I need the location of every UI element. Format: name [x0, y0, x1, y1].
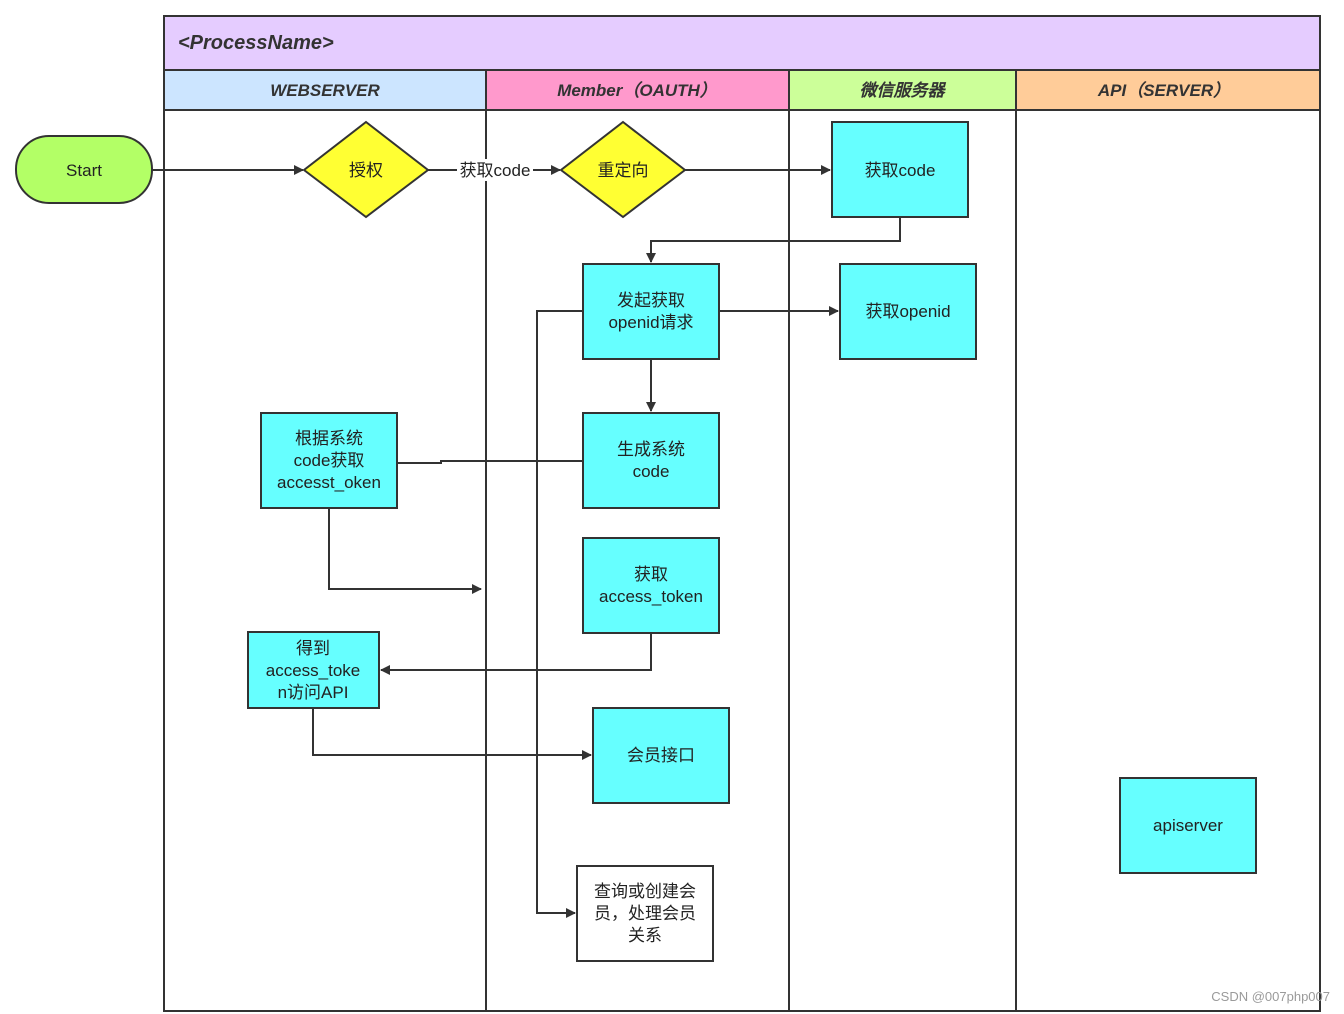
- process-member-api[interactable]: [592, 707, 730, 804]
- edge-label-bg: [457, 159, 533, 181]
- process-wx-get-code[interactable]: [831, 121, 969, 218]
- process-query-member[interactable]: [576, 865, 714, 962]
- process-apiserver-label: apiserver: [1153, 816, 1223, 835]
- edge-gottoken-memberapi: [312, 709, 592, 760]
- lane-header-member: [485, 69, 790, 111]
- process-got-token-label: 得到 access_toke n访问API: [266, 639, 361, 702]
- node-label-line: 授权: [349, 161, 383, 180]
- edge-token-gottoken: [380, 633, 652, 675]
- edge-wxcode-request: [646, 217, 901, 263]
- node-label-line: apiserver: [1153, 816, 1223, 835]
- lane-header-webserver: [163, 69, 487, 111]
- node-label-line: 获取openid: [865, 302, 950, 321]
- node-label-line: access_toke: [266, 661, 361, 680]
- node-label-line: 重定向: [598, 161, 649, 180]
- node-label-line: 会员接口: [627, 746, 695, 765]
- edge-webserver-member: [328, 509, 482, 594]
- node-label-line: openid请求: [608, 313, 693, 332]
- node-label-line: n访问API: [278, 683, 349, 702]
- pool-title: <ProcessName>: [178, 32, 334, 54]
- process-request-openid-label: 发起获取 openid请求: [608, 291, 693, 332]
- lane-label-api: API（SERVER）: [1097, 81, 1230, 100]
- decision-redirect[interactable]: [559, 120, 687, 219]
- process-wx-get-code-label: 获取code: [865, 161, 936, 180]
- process-got-token[interactable]: [247, 631, 380, 709]
- node-label-line: 查询或创建会: [594, 882, 696, 901]
- edge-request-query: [536, 310, 583, 918]
- pool-title-bar: [163, 15, 1321, 71]
- lane-header-api: [1015, 69, 1321, 111]
- node-label-line: 发起获取: [617, 291, 685, 310]
- edge-gencode-webserver: [398, 460, 583, 464]
- process-wx-get-openid-label: 获取openid: [865, 302, 950, 321]
- lane-body-webserver: [163, 109, 487, 1012]
- process-get-access-token[interactable]: [582, 537, 720, 634]
- node-label-line: 关系: [628, 926, 662, 945]
- node-label-line: 获取code: [865, 161, 936, 180]
- node-label-line: code: [633, 462, 670, 481]
- process-gen-code-label: 生成系统 code: [617, 440, 685, 481]
- node-label-line: 得到: [296, 639, 330, 658]
- process-gen-code[interactable]: [582, 412, 720, 509]
- process-get-token-by-code[interactable]: [260, 412, 398, 509]
- lane-label-member: Member（OAUTH）: [557, 81, 717, 100]
- process-apiserver[interactable]: [1119, 777, 1257, 874]
- node-label-line: access_token: [599, 587, 703, 606]
- node-label-line: code获取: [294, 451, 365, 470]
- node-label-line: 员，处理会员: [594, 904, 696, 923]
- decision-authorize-label: 授权: [349, 161, 383, 180]
- lane-body-api: [1015, 109, 1321, 1012]
- process-wx-get-openid[interactable]: [839, 263, 977, 360]
- node-label-line: accesst_oken: [277, 473, 381, 492]
- connectors: [152, 165, 901, 918]
- process-get-access-token-label: 获取 access_token: [599, 565, 703, 606]
- process-get-token-by-code-label: 根据系统 code获取 accesst_oken: [277, 429, 381, 492]
- decision-authorize[interactable]: [302, 120, 430, 219]
- lane-label-wechat: 微信服务器: [860, 81, 947, 100]
- process-request-openid[interactable]: [582, 263, 720, 360]
- node-label-line: 生成系统: [617, 440, 685, 459]
- node-label-line: 根据系统: [295, 429, 363, 448]
- node-label-line: 获取: [634, 565, 668, 584]
- lane-label-webserver: WEBSERVER: [270, 81, 380, 100]
- process-query-member-label: 查询或创建会员，处理会员关系: [594, 882, 696, 945]
- edge-label-get-code: 获取code: [460, 161, 531, 180]
- lane-body-wechat: [788, 109, 1017, 1012]
- decision-redirect-label: 重定向: [598, 161, 649, 180]
- start-node-label: Start: [66, 161, 102, 180]
- watermark: CSDN @007php007: [1211, 989, 1330, 1004]
- process-member-api-label: 会员接口: [627, 746, 695, 765]
- start-node[interactable]: [15, 135, 153, 204]
- node-label-line: Start: [66, 161, 102, 180]
